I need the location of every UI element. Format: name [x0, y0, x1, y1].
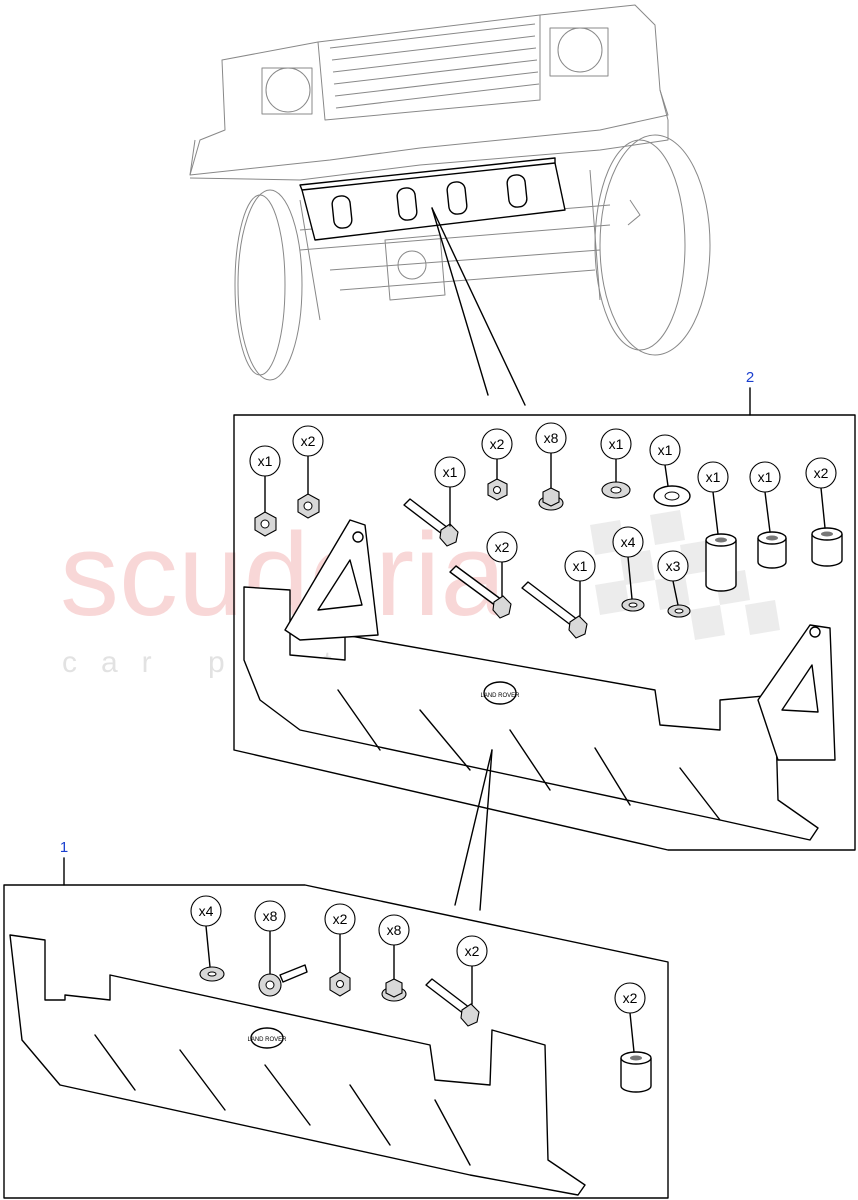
- flange-nut-icon: [538, 487, 564, 511]
- plate-badge-1: LAND ROVER: [247, 1037, 287, 1043]
- nylock-nut-icon: [487, 478, 508, 501]
- qty-bubble: x1: [749, 461, 781, 533]
- qty-bubble: x2: [324, 903, 356, 973]
- bolt-icon: [521, 581, 588, 639]
- svg-text:x3: x3: [666, 558, 681, 574]
- group-1-skid-plate: LAND ROVER: [9, 934, 586, 1196]
- bolt-icon: [449, 565, 512, 619]
- svg-text:x1: x1: [758, 469, 773, 485]
- qty-bubble: x2: [481, 428, 513, 480]
- svg-text:x8: x8: [544, 430, 559, 446]
- group-2-panel: 2: [233, 369, 856, 851]
- qty-bubble: x4: [190, 895, 222, 968]
- svg-text:x8: x8: [387, 922, 402, 938]
- qty-bubble: x3: [657, 550, 689, 606]
- qty-bubble: x1: [649, 434, 681, 487]
- svg-text:x1: x1: [258, 453, 273, 469]
- svg-text:x2: x2: [490, 436, 505, 452]
- washer-icon: [601, 481, 631, 499]
- group-1-quantity-labels: x4 x8 x2 x8 x2 x2: [190, 895, 646, 1053]
- qty-bubble: x8: [535, 422, 567, 489]
- svg-text:x2: x2: [301, 433, 316, 449]
- group-2-quantity-labels: x1 x2 x1 x2 x8 x1 x1 x1 x1 x2 x2 x1 x4 x…: [249, 422, 837, 617]
- spacer-tube-icon: [811, 527, 843, 567]
- qty-bubble: x8: [378, 914, 410, 980]
- svg-text:x2: x2: [623, 990, 638, 1006]
- bolt-icon: [425, 978, 480, 1027]
- callout-1: 1: [60, 839, 68, 856]
- svg-text:x2: x2: [465, 943, 480, 959]
- plate-badge-2: LAND ROVER: [480, 693, 520, 699]
- qty-bubble: x2: [292, 425, 324, 495]
- svg-text:x4: x4: [621, 534, 636, 550]
- qty-bubble: x1: [434, 456, 466, 527]
- qty-bubble: x1: [249, 445, 281, 513]
- callout-2: 2: [746, 369, 754, 386]
- svg-text:x1: x1: [609, 436, 624, 452]
- spacer-tube-icon: [620, 1051, 652, 1093]
- svg-text:x4: x4: [199, 903, 214, 919]
- leader-lines-vehicle: [431, 207, 526, 406]
- svg-text:x2: x2: [814, 465, 829, 481]
- qty-bubble: x2: [456, 935, 488, 1005]
- washer-icon: [653, 485, 691, 507]
- svg-text:x2: x2: [495, 539, 510, 555]
- installed-skid-plate: [299, 157, 566, 241]
- washer-icon: [621, 598, 645, 612]
- qty-bubble: x2: [805, 457, 837, 529]
- flange-nut-icon: [381, 978, 407, 1002]
- self-tapping-screw-icon: [258, 964, 308, 997]
- bolt-icon: [403, 498, 459, 547]
- qty-bubble: x2: [486, 531, 518, 597]
- nylock-nut-icon: [329, 971, 351, 997]
- group-1-hardware: [199, 964, 652, 1093]
- qty-bubble: x2: [614, 982, 646, 1053]
- svg-text:x1: x1: [706, 469, 721, 485]
- svg-text:x8: x8: [263, 908, 278, 924]
- washer-icon: [667, 604, 691, 618]
- spacer-tube-icon: [705, 533, 737, 592]
- svg-text:x1: x1: [443, 464, 458, 480]
- svg-text:x1: x1: [573, 558, 588, 574]
- qty-bubble: x1: [697, 461, 729, 535]
- group-2-skid-plate: LAND ROVER: [243, 519, 836, 911]
- group-1-panel: 1: [3, 839, 669, 1199]
- group-2-hardware: [254, 478, 843, 639]
- qty-bubble: x1: [564, 550, 596, 617]
- qty-bubble: x4: [612, 526, 644, 600]
- svg-text:x2: x2: [333, 911, 348, 927]
- spacer-tube-icon: [757, 531, 787, 569]
- qty-bubble: x1: [600, 428, 632, 483]
- washer-icon: [199, 966, 225, 982]
- qty-bubble: x8: [254, 900, 286, 975]
- svg-text:x1: x1: [658, 442, 673, 458]
